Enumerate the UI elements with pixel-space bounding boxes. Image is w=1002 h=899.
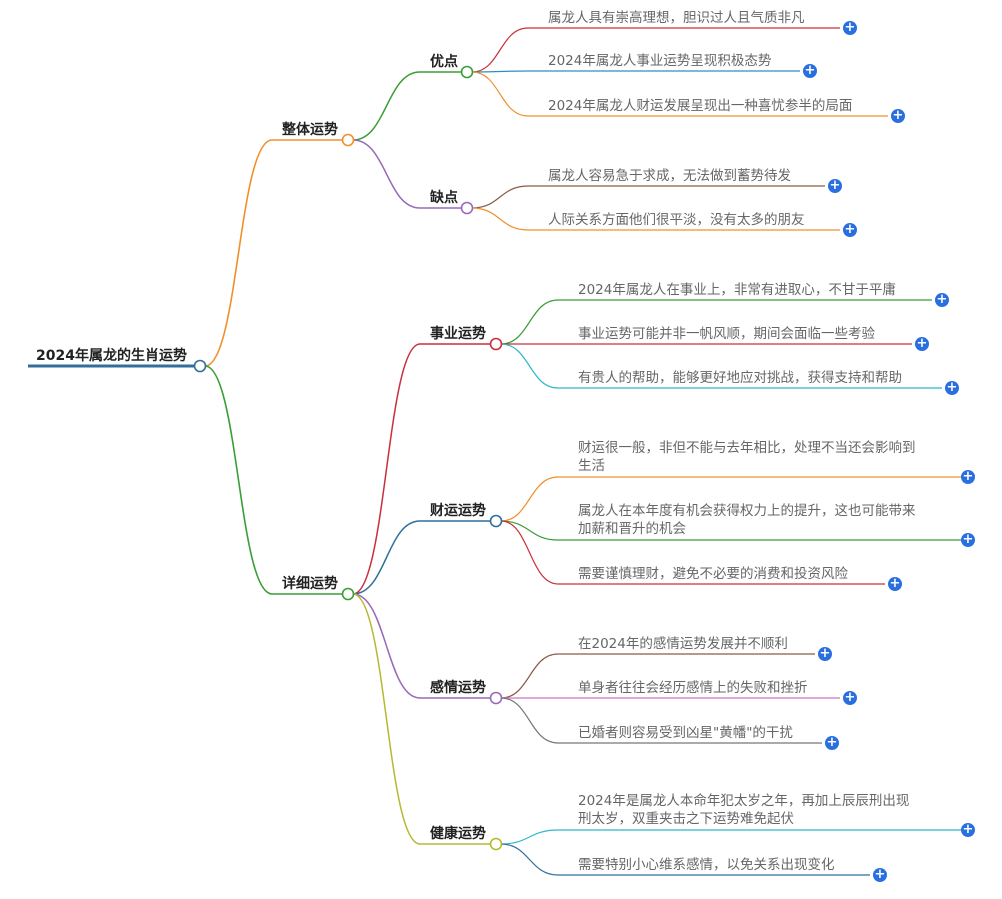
leaf-text: 属龙人容易急于求成，无法做到蓄势待发 <box>548 168 791 184</box>
leaf-connector <box>471 70 529 73</box>
sub-branch-title: 财运运势 <box>430 503 486 519</box>
sub-branch-title: 缺点 <box>430 190 458 206</box>
sub-branch-node <box>489 514 503 528</box>
add-node-button[interactable]: + <box>915 336 929 351</box>
leaf-text: 属龙人在本年度有机会获得权力上的提升，这也可能带来 <box>578 503 916 519</box>
branch-title: 整体运势 <box>282 122 338 138</box>
leaf-connector <box>500 843 559 876</box>
sub-branch-node <box>489 337 503 351</box>
root-title: 2024年属龙的生肖运势 <box>36 348 187 364</box>
add-node-button[interactable]: + <box>888 576 902 591</box>
leaf-text: 2024年属龙人事业运势呈现积极态势 <box>548 53 772 69</box>
leaf-text: 2024年是属龙人本命年犯太岁之年，再加上辰辰刑出现 <box>578 793 910 809</box>
sub-branch-connector <box>352 593 421 845</box>
leaf-text: 有贵人的帮助，能够更好地应对挑战，获得支持和帮助 <box>578 370 902 386</box>
leaf-text: 单身者往往会经历感情上的失败和挫折 <box>578 680 808 696</box>
leaf-text: 需要特别小心维系感情，以免关系出现变化 <box>578 857 835 873</box>
add-node-button[interactable]: + <box>818 646 832 661</box>
leaf-connector <box>500 520 559 541</box>
leaf-text: 2024年属龙人财运发展呈现出一种喜忧参半的局面 <box>548 98 853 114</box>
leaf-connector <box>500 476 559 522</box>
leaf-text: 加薪和晋升的机会 <box>578 521 686 537</box>
root-node <box>193 359 207 373</box>
sub-branch-node <box>460 201 474 215</box>
sub-branch-connector <box>352 343 421 595</box>
add-node-button[interactable]: + <box>945 380 959 395</box>
sub-branch-connector <box>352 71 421 141</box>
branch-node <box>341 587 355 601</box>
leaf-connector <box>500 299 559 345</box>
leaf-connector <box>500 829 559 845</box>
sub-branch-node <box>489 837 503 851</box>
leaf-text: 属龙人具有崇高理想，胆识过人且气质非凡 <box>548 10 805 26</box>
leaf-connector <box>500 343 559 389</box>
leaf-text: 需要谨慎理财，避免不必要的消费和投资风险 <box>578 566 848 582</box>
add-node-button[interactable]: + <box>935 292 949 307</box>
leaf-text: 刑太岁，双重夹击之下运势难免起伏 <box>578 811 794 827</box>
sub-branch-title: 感情运势 <box>430 680 486 696</box>
leaf-text: 财运很一般，非但不能与去年相比，处理不当还会影响到 <box>578 440 916 456</box>
leaf-connector <box>471 27 529 73</box>
add-node-button[interactable]: + <box>961 532 975 547</box>
sub-branch-connector <box>352 593 421 699</box>
branch-title: 详细运势 <box>282 576 338 592</box>
leaf-connector <box>500 697 559 744</box>
sub-branch-title: 健康运势 <box>430 826 486 842</box>
leaf-connector <box>471 207 529 231</box>
leaf-text: 生活 <box>578 458 605 474</box>
sub-branch-title: 事业运势 <box>430 326 486 342</box>
add-node-button[interactable]: + <box>891 108 905 123</box>
add-node-button[interactable]: + <box>873 867 887 882</box>
leaf-connector <box>500 520 559 585</box>
sub-branch-node <box>460 65 474 79</box>
branch-connector <box>204 365 273 595</box>
sub-branch-node <box>489 691 503 705</box>
leaf-connector <box>471 71 529 117</box>
add-node-button[interactable]: + <box>843 20 857 35</box>
add-node-button[interactable]: + <box>961 469 975 484</box>
add-node-button[interactable]: + <box>803 63 817 78</box>
add-node-button[interactable]: + <box>843 690 857 705</box>
branch-connector <box>204 139 273 367</box>
leaf-text: 2024年属龙人在事业上，非常有进取心，不甘于平庸 <box>578 282 896 298</box>
add-node-button[interactable]: + <box>843 222 857 237</box>
leaf-connector <box>500 653 559 699</box>
sub-branch-title: 优点 <box>430 54 458 70</box>
add-node-button[interactable]: + <box>825 735 839 750</box>
leaf-text: 人际关系方面他们很平淡，没有太多的朋友 <box>548 212 805 228</box>
add-node-button[interactable]: + <box>828 178 842 193</box>
leaf-text: 已婚者则容易受到凶星"黄幡"的干扰 <box>578 725 793 741</box>
branch-node <box>341 133 355 147</box>
leaf-text: 事业运势可能并非一帆风顺，期间会面临一些考验 <box>578 326 875 342</box>
leaf-text: 在2024年的感情运势发展并不顺利 <box>578 636 788 652</box>
sub-branch-connector <box>352 139 421 209</box>
sub-branch-connector <box>352 520 421 595</box>
leaf-connector <box>471 185 529 209</box>
add-node-button[interactable]: + <box>961 822 975 837</box>
